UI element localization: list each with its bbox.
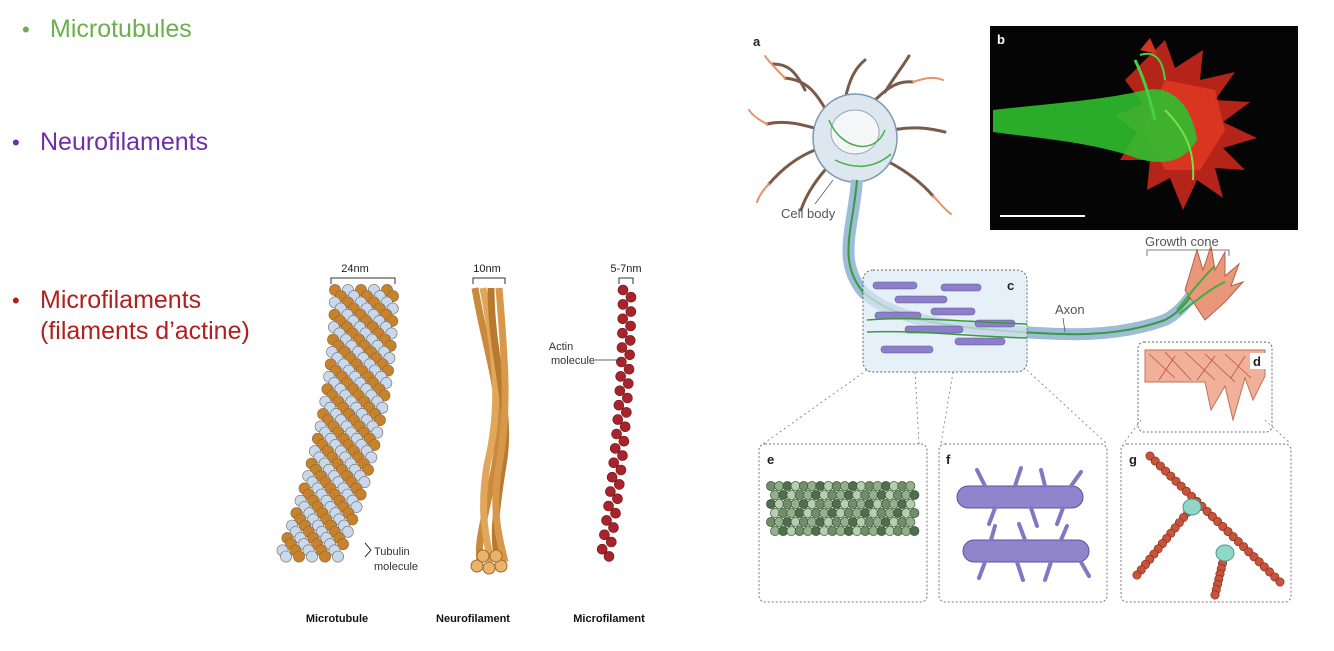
panel-label-g: g bbox=[1129, 452, 1137, 467]
connector-lines bbox=[762, 369, 1292, 445]
bullet-microfilaments: • Microfilaments (filaments d’actine) bbox=[12, 285, 250, 347]
growth-cone bbox=[1176, 245, 1245, 321]
panel-label-c: c bbox=[1007, 278, 1014, 293]
neurofilament-caption: Neurofilament bbox=[436, 613, 510, 625]
nucleus bbox=[830, 109, 880, 155]
dendrites-orange bbox=[748, 55, 952, 215]
panel-label-b: b bbox=[997, 32, 1005, 47]
microtubule-width-label: 24nm bbox=[341, 263, 369, 275]
microfilament-diagram: 5-7nm Actin molecule Microfilament bbox=[549, 263, 645, 625]
bullet-label: Microtubules bbox=[50, 15, 192, 43]
green-microtubule-signal bbox=[993, 52, 1197, 181]
actin-annotation-2: molecule bbox=[551, 355, 595, 367]
tubulin-annotation: Tubulin bbox=[374, 546, 410, 558]
panel-label-a: a bbox=[753, 34, 761, 49]
panel-d-growth-cone-zoom: d bbox=[1137, 341, 1273, 433]
growth-cone-label: Growth cone bbox=[1145, 234, 1219, 249]
tubulin-annotation-2: molecule bbox=[374, 561, 418, 573]
arp23-complex bbox=[1182, 498, 1202, 516]
cytoskeleton-filaments-figure: 24nm Tubulin molecule Microtubule 10nm N… bbox=[276, 263, 645, 625]
neurofilament-rods bbox=[956, 466, 1091, 582]
microfilament-caption: Microfilament bbox=[573, 613, 645, 625]
cell-body-label: Cell body bbox=[781, 206, 836, 221]
bullet-dot: • bbox=[22, 17, 30, 42]
panel-g-actin-branches: g bbox=[1120, 443, 1292, 603]
microtubule-diagram: 24nm Tubulin molecule Microtubule bbox=[276, 263, 418, 625]
neuron-cytoskeleton-figure: b a Cell body bbox=[748, 26, 1298, 603]
neurofilament-diagram: 10nm Neurofilament bbox=[436, 263, 510, 625]
panel-c-axon-zoom: c bbox=[862, 269, 1028, 373]
bullet-dot: • bbox=[12, 130, 20, 155]
bullet-neurofilaments: • Neurofilaments bbox=[12, 127, 209, 158]
actin-beads bbox=[596, 284, 637, 562]
panel-label-f: f bbox=[946, 452, 951, 467]
microtubule-beads bbox=[276, 284, 399, 563]
microtubule-lattice bbox=[766, 481, 920, 536]
axon-label: Axon bbox=[1055, 302, 1085, 317]
microtubule-caption: Microtubule bbox=[306, 613, 368, 625]
arp23-complex-2 bbox=[1215, 544, 1235, 562]
panel-f-neurofilaments: f bbox=[938, 443, 1108, 603]
panel-e-microtubule: e bbox=[758, 443, 928, 603]
bullet-label: Neurofilaments bbox=[40, 128, 209, 156]
bullet-microtubules: • Microtubules bbox=[22, 14, 192, 45]
panel-label-e: e bbox=[767, 452, 774, 467]
neurofilament-strands bbox=[470, 287, 510, 575]
bullet-label: Microfilaments bbox=[40, 286, 202, 314]
microfilament-width-label: 5-7nm bbox=[610, 263, 641, 275]
panel-label-d: d bbox=[1253, 354, 1261, 369]
panel-b-fluorescence: b bbox=[990, 26, 1298, 230]
bullet-dot: • bbox=[12, 288, 20, 313]
neurofilament-width-label: 10nm bbox=[473, 263, 501, 275]
bullet-sublabel: (filaments d’actine) bbox=[40, 317, 250, 345]
actin-annotation: Actin bbox=[549, 341, 573, 353]
